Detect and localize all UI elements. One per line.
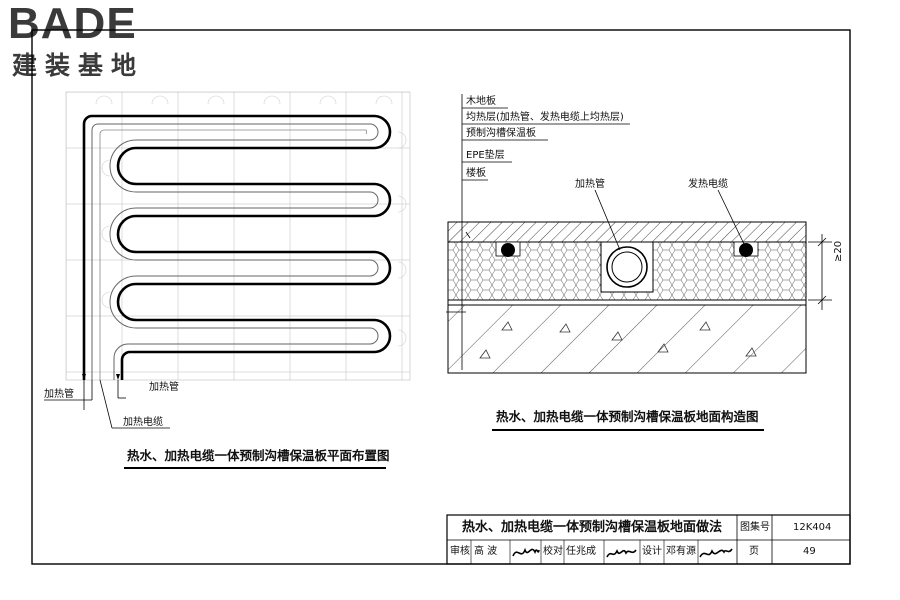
- reviewer-name: 高 波: [474, 546, 498, 557]
- section-cable-label: 发热电缆: [688, 179, 728, 190]
- layer-label-table: [461, 94, 630, 222]
- atlas-number: 12K404: [793, 522, 832, 533]
- atlas-number-label: 图集号: [740, 522, 770, 533]
- section-caption: 热水、加热电缆一体预制沟槽保温板地面构造图: [496, 409, 759, 424]
- plan-caption: 热水、加热电缆一体预制沟槽保温板平面布置图: [127, 448, 390, 463]
- checker-name: 任兆成: [566, 546, 596, 557]
- review-label: 审核: [450, 546, 470, 557]
- layer-label-board: 预制沟槽保温板: [466, 128, 536, 139]
- plan-pipe-label-left: 加热管: [44, 389, 74, 400]
- titleblock-title: 热水、加热电缆一体预制沟槽保温板地面做法: [462, 520, 723, 535]
- plan-cable-label: 加热电缆: [123, 417, 163, 428]
- cable-section-right: [739, 243, 753, 257]
- layer-label-wood: 木地板: [466, 96, 496, 107]
- designer-name: 邓有源: [666, 546, 696, 557]
- cable-section-left: [501, 243, 515, 257]
- pipe-section: [606, 246, 648, 288]
- layer-label-spreader: 均热层(加热管、发热电缆上均热层): [466, 112, 624, 123]
- check-label: 校对: [543, 546, 563, 557]
- heating-pipe-path: [91, 123, 379, 380]
- logo-brand: BADE: [8, 0, 137, 48]
- title-block-grid: [446, 514, 851, 565]
- page-number: 49: [803, 546, 816, 557]
- thickness-dimension-label: ≥20: [833, 240, 844, 262]
- page-label: 页: [749, 546, 759, 557]
- signatures: [512, 547, 733, 558]
- layer-label-epe: EPE垫层: [466, 150, 505, 161]
- plan-pipe-label-right: 加热管: [149, 382, 179, 393]
- layer-label-slab: 楼板: [466, 168, 486, 179]
- design-label: 设计: [642, 546, 662, 557]
- section-pipe-label: 加热管: [575, 179, 605, 190]
- plan-layout-drawing: [44, 91, 411, 429]
- heating-cable-path: [82, 114, 392, 380]
- thickness-dimension: [808, 234, 832, 310]
- sheet-border: [31, 29, 851, 565]
- section-construction-drawing: [446, 94, 832, 374]
